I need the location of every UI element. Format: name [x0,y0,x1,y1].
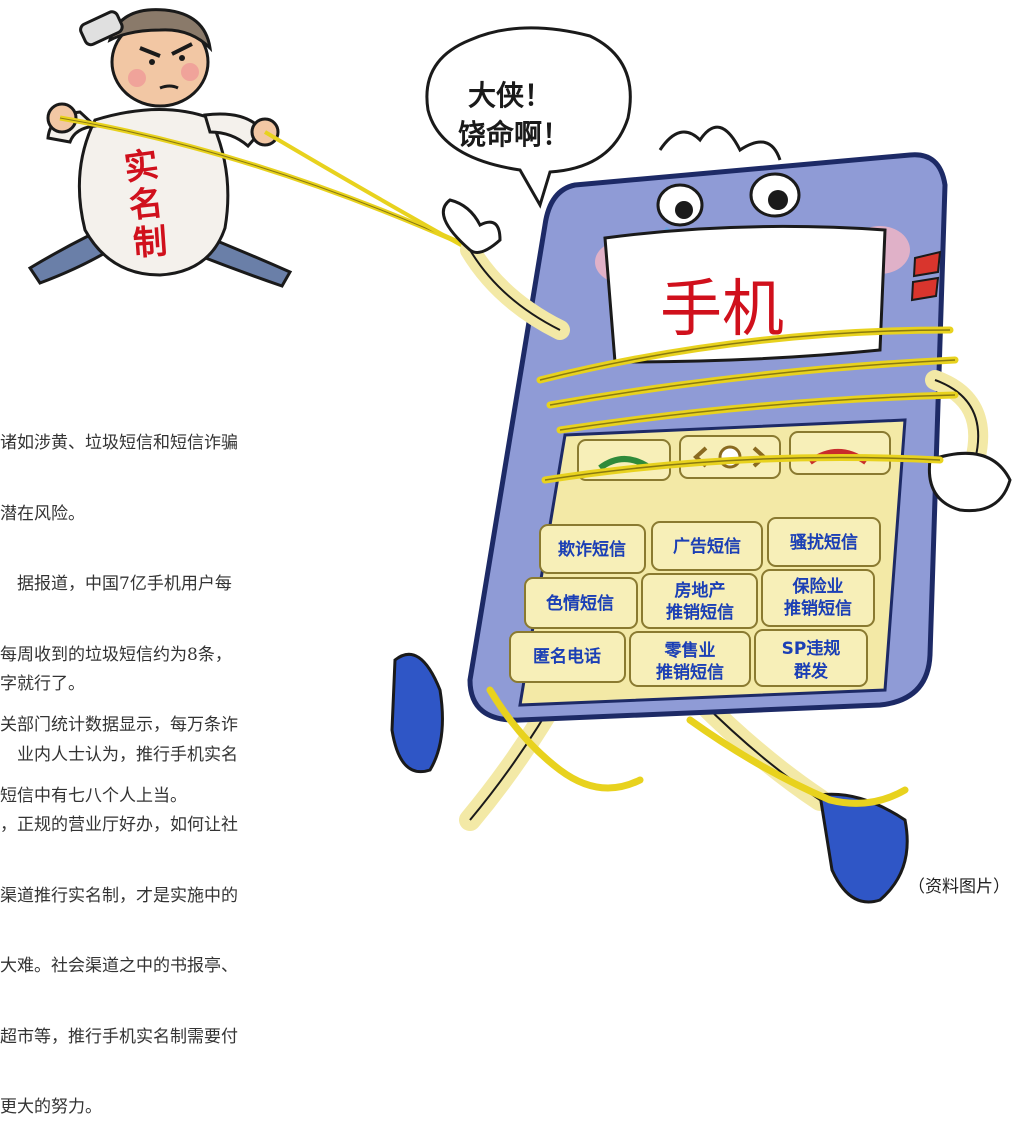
speech-bubble: 大侠！ 饶命啊！ [425,26,632,209]
key-label: 推销短信 [666,602,734,623]
text-line: 大难。社会渠道之中的书报亭、 [0,956,238,976]
phone-screen-label: 手机 [660,272,784,345]
key-label: 保险业 [792,576,844,597]
phone-screen [603,224,887,364]
image-caption: （资料图片） [908,877,1010,897]
right-glove [927,451,1012,513]
bag-body [77,107,230,277]
text-line: 短信中有七八个人上当。 [0,785,187,806]
key-label: 零售业 [664,640,716,661]
text-line: 业内人士认为，推行手机实名 [0,744,238,765]
bag-char: 实 [122,145,161,189]
phone-figure: 手机 欺诈短信 广告短信 骚扰短信 色情短信 房地产 推销短信 保险业 [390,125,1012,904]
cartoon-illustration: 实 名 制 大侠！ 饶命啊！ [27,8,1012,904]
text-line: 关部门统计数据显示，每万条诈 [0,715,238,735]
bag-char: 名 [127,183,165,226]
key-label: 房地产 [675,580,726,601]
text-line: 渠道推行实名制，才是实施中的 [0,885,238,906]
text-line: 每周收到的垃圾短信约为8条， [0,644,232,665]
key-label: 推销短信 [784,598,852,619]
key-label: 欺诈短信 [558,539,626,560]
text-line: 诸如涉黄、垃圾短信和短信诈骗 [0,433,238,453]
right-shoe [818,792,909,904]
text-line: 更大的努力。 [0,1097,102,1117]
bag-label: 实 名 制 [122,145,169,264]
key-label: 群发 [794,661,829,682]
key-label: 匿名电话 [533,646,601,667]
bag-char: 制 [132,222,169,264]
key-label: 广告短信 [673,536,741,557]
text-line: 超市等，推行手机实名制需要付 [0,1026,238,1047]
key-label: SP违规 [782,638,841,659]
text-line: 据报道，中国7亿手机用户每 [0,574,232,594]
text-line: 字就行了。 [0,674,85,694]
article-paragraph-top: 诸如涉黄、垃圾短信和短信诈骗 潜在风险。 据报道，中国7亿手机用户每 每周收到的… [0,385,238,832]
text-line: 潜在风险。 [0,503,85,524]
text-line: ，正规的营业厅好办，如何让社 [0,815,238,835]
left-shoe [390,652,444,773]
speech-line: 大侠！ [468,79,552,112]
speech-line: 饶命啊！ [458,118,570,151]
key-label: 色情短信 [546,593,614,614]
key-label: 骚扰短信 [790,532,858,553]
key-label: 推销短信 [656,662,724,683]
left-glove [441,198,502,254]
rope-man-figure: 实 名 制 [27,8,293,288]
